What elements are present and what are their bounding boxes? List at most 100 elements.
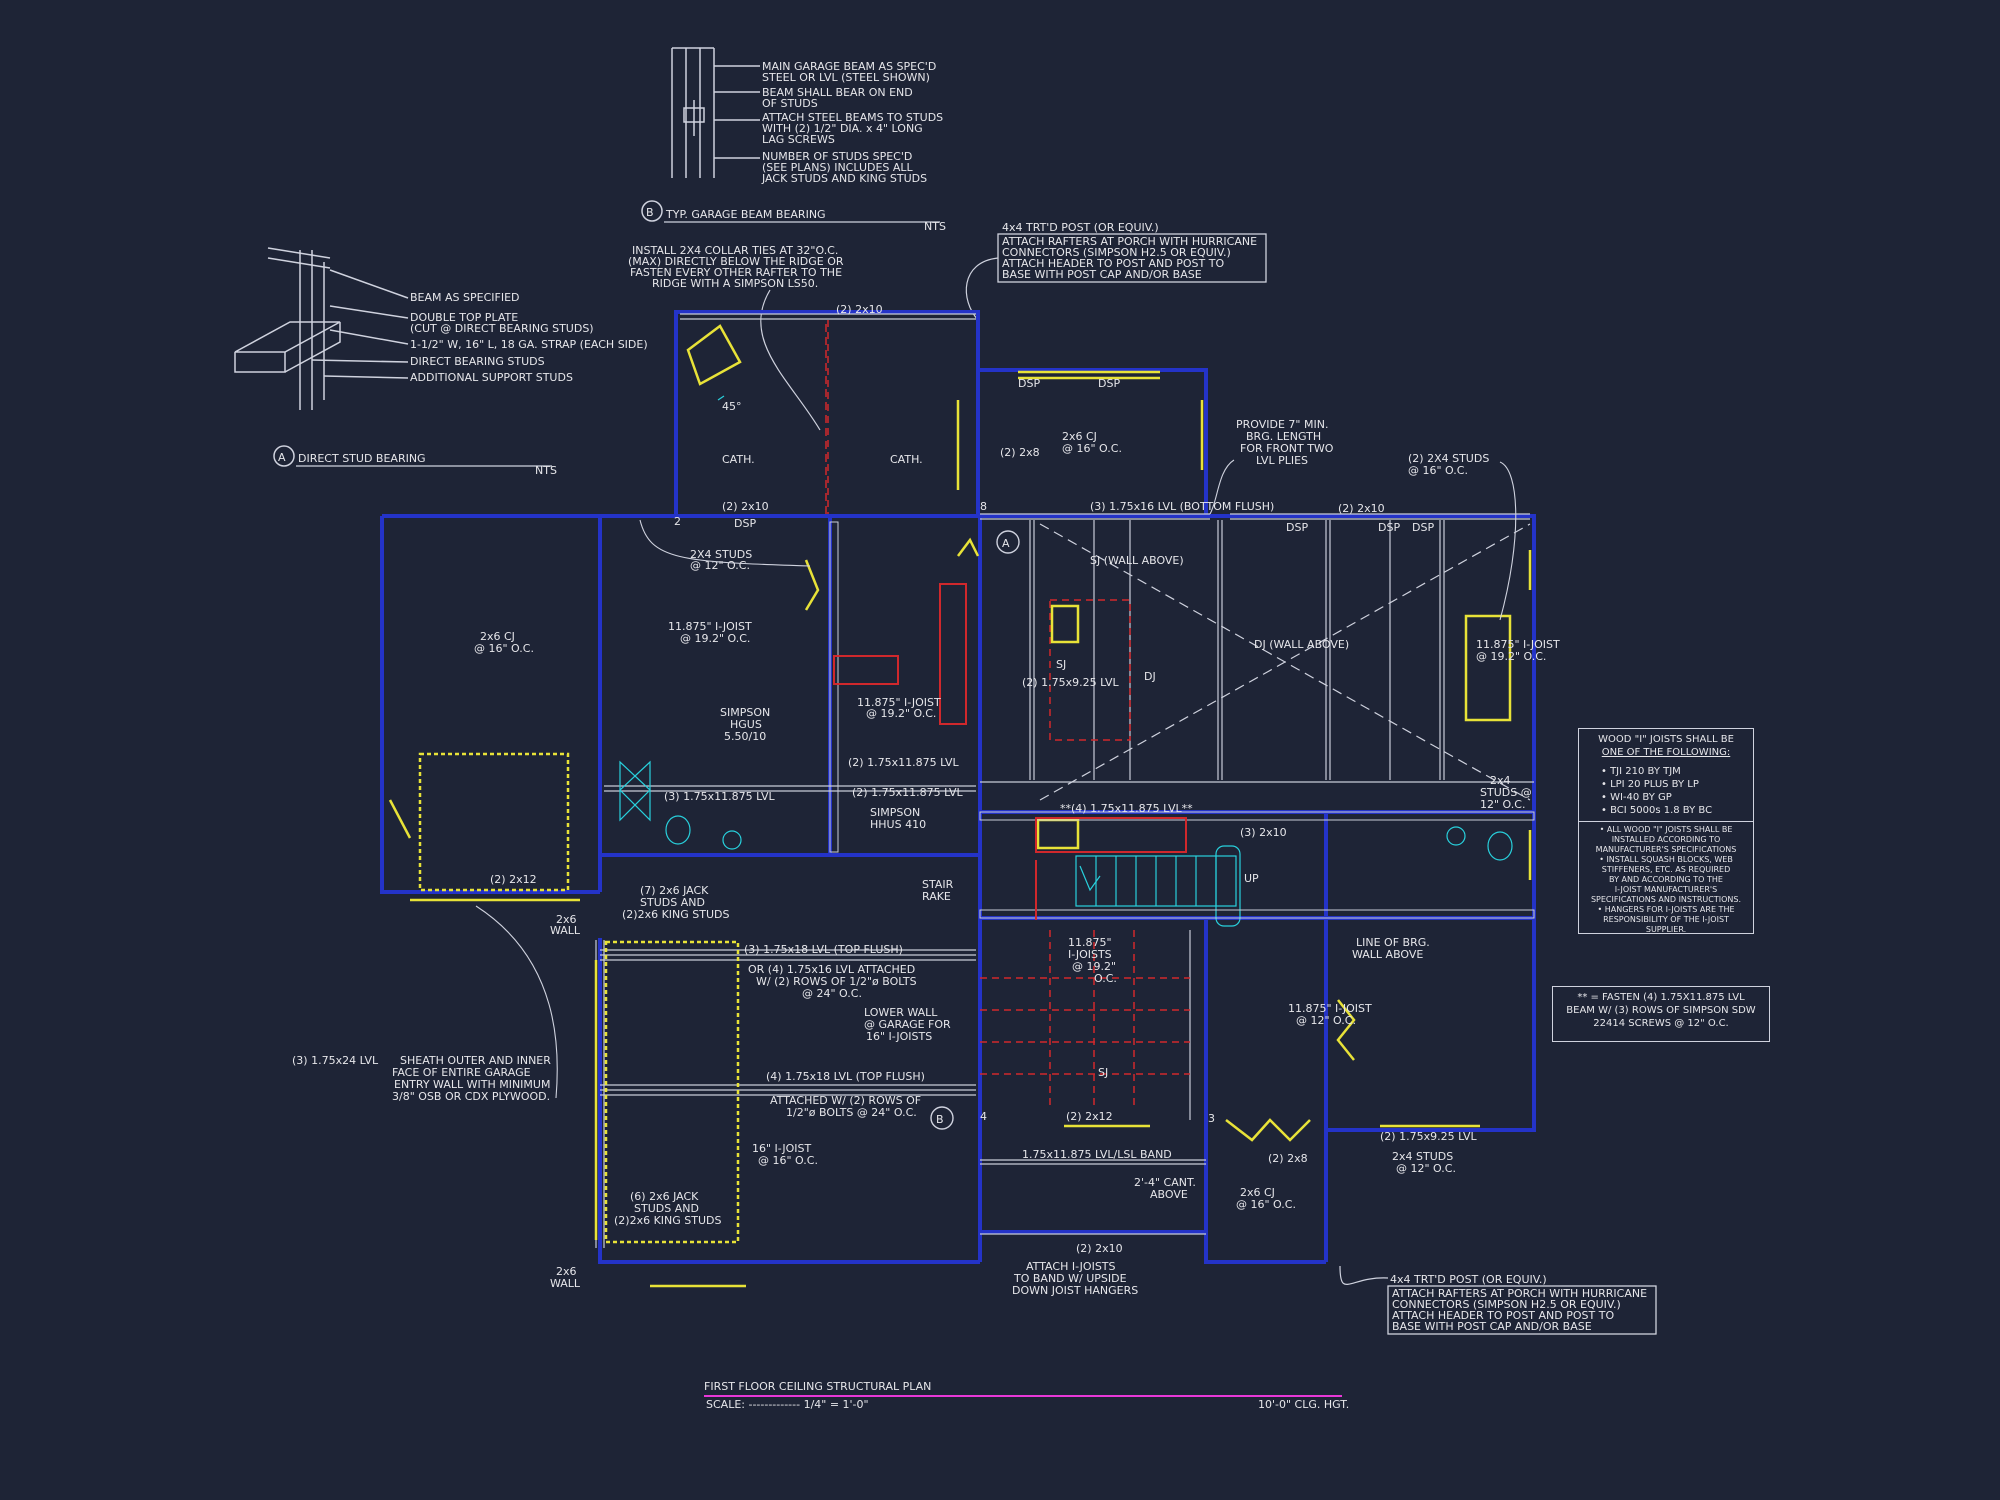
- hatched-wall: [829, 521, 1535, 919]
- ijoist-2-b: @ 19.2" O.C.: [866, 707, 936, 720]
- kitchen-block: [833, 583, 1187, 920]
- jack-studs-7-2: STUDS AND: [640, 896, 705, 909]
- stair-rake-1: STAIR: [922, 878, 954, 891]
- dsp-label-2: DSP: [1018, 377, 1040, 390]
- lvl-4-18: (4) 1.75x18 LVL (TOP FLUSH): [766, 1070, 925, 1083]
- porch-post-top-head: 4x4 TRT'D POST (OR EQUIV.): [1002, 221, 1159, 234]
- cath-label-1: CATH.: [722, 453, 755, 466]
- detail-b-scale: NTS: [924, 220, 946, 233]
- ijoist-16-a: 16" I-JOIST: [752, 1142, 812, 1155]
- band-label: 1.75x11.875 LVL/LSL BAND: [1022, 1148, 1172, 1161]
- left-callouts: 2X4 STUDS @ 12" O.C. SIMPSON HGUS 5.50/1…: [392, 519, 1138, 1297]
- stair: [619, 395, 1513, 927]
- detail-a-note-2: DOUBLE TOP PLATE: [410, 311, 518, 324]
- ijoist-2-a: 11.875" I-JOIST: [857, 696, 941, 709]
- ijoist-notes-line-4: • TJI 210 BY TJM: [1601, 766, 1681, 777]
- detail-b-title: TYP. GARAGE BEAM BEARING: [665, 208, 826, 221]
- ijoist-12-b: @ 12" O.C.: [1296, 1014, 1356, 1027]
- bearing-length-2: BRG. LENGTH: [1246, 430, 1321, 443]
- porch-post-callout-top: 4x4 TRT'D POST (OR EQUIV.) ATTACH RAFTER…: [965, 221, 1267, 321]
- lvl-3-18: (3) 1.75x18 LVL (TOP FLUSH): [744, 943, 903, 956]
- porch-post-top-2: CONNECTORS (SIMPSON H2.5 OR EQUIV.): [1002, 246, 1231, 259]
- ijoist-stair-3: @ 19.2": [1072, 960, 1116, 973]
- dsp-label-3: DSP: [1098, 377, 1120, 390]
- sheath-4: 3/8" OSB OR CDX PLYWOOD.: [392, 1090, 550, 1103]
- dj-label: DJ: [1144, 670, 1156, 683]
- sj-wall-label: SJ (WALL ABOVE): [1090, 554, 1184, 567]
- wall-2x6-bot-2: WALL: [550, 1277, 581, 1290]
- stair-rake-2: RAKE: [922, 890, 951, 903]
- detail-b-note-7: LAG SCREWS: [762, 133, 835, 146]
- cant-1: 2'-4" CANT.: [1134, 1176, 1196, 1189]
- ijoist-stair-1: 11.875": [1068, 936, 1112, 949]
- detail-a-marker: A: [278, 451, 286, 464]
- ijoist-notes2-line-10: RESPONSIBILITY OF THE I-JOIST: [1603, 915, 1729, 924]
- detail-a-note-3: (CUT @ DIRECT BEARING STUDS): [410, 322, 594, 335]
- ijoist-12-a: 11.875" I-JOIST: [1288, 1002, 1372, 1015]
- lvl-3-18-alt-1: OR (4) 1.75x16 LVL ATTACHED: [748, 963, 915, 976]
- lvl-4-18-bolts-1: ATTACHED W/ (2) ROWS OF: [770, 1094, 921, 1107]
- sj-label-2: SJ: [1098, 1066, 1108, 1079]
- ijoist-notes-line-6: • WI-40 BY GP: [1601, 792, 1672, 803]
- detail-b-note-5: ATTACH STEEL BEAMS TO STUDS: [762, 111, 943, 124]
- detail-a-direct-stud-bearing: BEAM AS SPECIFIED DOUBLE TOP PLATE (CUT …: [234, 247, 648, 477]
- cath-label-2: CATH.: [890, 453, 923, 466]
- ijoist-stair-4: O.C.: [1094, 972, 1117, 985]
- garage-cj-2: @ 16" O.C.: [474, 642, 534, 655]
- detail-b-note-8: NUMBER OF STUDS SPEC'D: [762, 150, 912, 163]
- detail-b-note-9: (SEE PLANS) INCLUDES ALL: [762, 161, 914, 174]
- ijoist-1-b: @ 19.2" O.C.: [680, 632, 750, 645]
- post-number-3: 3: [1208, 1112, 1215, 1125]
- sj-label: SJ: [1056, 658, 1066, 671]
- lvl-3-18-alt-3: @ 24" O.C.: [802, 987, 862, 1000]
- bearing-length-4: LVL PLIES: [1256, 454, 1308, 467]
- detail-a-note-5: DIRECT BEARING STUDS: [410, 355, 545, 368]
- bearing-length-3: FOR FRONT TWO: [1240, 442, 1334, 455]
- openings: [388, 324, 1532, 1288]
- ceiling-diagonals: [1039, 523, 1531, 801]
- studs-12-top-2: @ 12" O.C.: [690, 559, 750, 572]
- porch-post-bottom-4: BASE WITH POST CAP AND/OR BASE: [1392, 1320, 1592, 1333]
- lvl-9-25-v: (2) 1.75x9.25 LVL: [1022, 676, 1120, 689]
- porch-post-top-3: ATTACH HEADER TO POST AND POST TO: [1002, 257, 1224, 270]
- ijoist-1-a: 11.875" I-JOIST: [668, 620, 752, 633]
- detail-b-note-2: STEEL OR LVL (STEEL SHOWN): [762, 71, 930, 84]
- lvl-bottom-flush: (3) 1.75x16 LVL (BOTTOM FLUSH): [1090, 500, 1274, 513]
- jack-studs-6-3: (2)2x6 KING STUDS: [614, 1214, 722, 1227]
- marker-b: B: [936, 1113, 944, 1126]
- ijoist-notes-line-7: • BCI 5000s 1.8 BY BC: [1601, 805, 1713, 816]
- simpson-hgus-2: HGUS: [730, 718, 762, 731]
- ijoist-stair-2: I-JOISTS: [1068, 948, 1112, 961]
- cant-2: ABOVE: [1150, 1188, 1188, 1201]
- detail-a-title: DIRECT STUD BEARING: [298, 452, 426, 465]
- garage-cj-1: 2x6 CJ: [480, 630, 515, 643]
- dsp-label-6: DSP: [1412, 521, 1434, 534]
- detail-b-garage-beam-bearing: MAIN GARAGE BEAM AS SPEC'D STEEL OR LVL …: [641, 47, 946, 233]
- dsp-label-1: DSP: [734, 517, 756, 530]
- wall-2x6-top-1: 2x6: [556, 913, 577, 926]
- collar-ties-line-2: (MAX) DIRECTLY BELOW THE RIDGE OR: [628, 255, 844, 268]
- detail-b-note-3: BEAM SHALL BEAR ON END: [762, 86, 913, 99]
- detail-b-note-6: WITH (2) 1/2" DIA. x 4" LONG: [762, 122, 923, 135]
- porch-cj-1: 2x6 CJ: [1062, 430, 1097, 443]
- ijoist-notes2-line-5: STIFFENERS, ETC. AS REQUIRED: [1601, 865, 1731, 874]
- porch-post-bottom-1: ATTACH RAFTERS AT PORCH WITH HURRICANE: [1392, 1287, 1647, 1300]
- detail-a-note-4: 1-1/2" W, 16" L, 18 GA. STRAP (EACH SIDE…: [410, 338, 648, 351]
- sheath-1: SHEATH OUTER AND INNER: [400, 1054, 551, 1067]
- detail-b-marker: B: [646, 206, 654, 219]
- header-2x12: (2) 2x12: [490, 873, 537, 886]
- ijoist-16-b: @ 16" O.C.: [758, 1154, 818, 1167]
- header-2x8-v: (2) 2x8: [1000, 446, 1040, 459]
- lvl-3-18-alt-2: W/ (2) ROWS OF 1/2"ø BOLTS: [756, 975, 917, 988]
- header-2x10-b: (2) 2x10: [1076, 1242, 1123, 1255]
- dsp-label-4: DSP: [1286, 521, 1308, 534]
- post-number-8: 8: [980, 500, 987, 513]
- porch-post-top-1: ATTACH RAFTERS AT PORCH WITH HURRICANE: [1002, 235, 1257, 248]
- collar-ties-line-1: INSTALL 2X4 COLLAR TIES AT 32"O.C.: [632, 244, 838, 257]
- lvl-4-18-bolts-2: 1/2"ø BOLTS @ 24" O.C.: [786, 1106, 917, 1119]
- lower-wall-1: LOWER WALL: [864, 1006, 938, 1019]
- studs-v-3: 12" O.C.: [1480, 798, 1525, 811]
- lvl-4-label: **(4) 1.75x11.875 LVL**: [1060, 802, 1193, 815]
- ijoist-notes2-line-6: BY AND ACCORDING TO THE: [1609, 875, 1723, 884]
- ijoist-notes-box: WOOD "I" JOISTS SHALL BE ONE OF THE FOLL…: [1578, 728, 1754, 934]
